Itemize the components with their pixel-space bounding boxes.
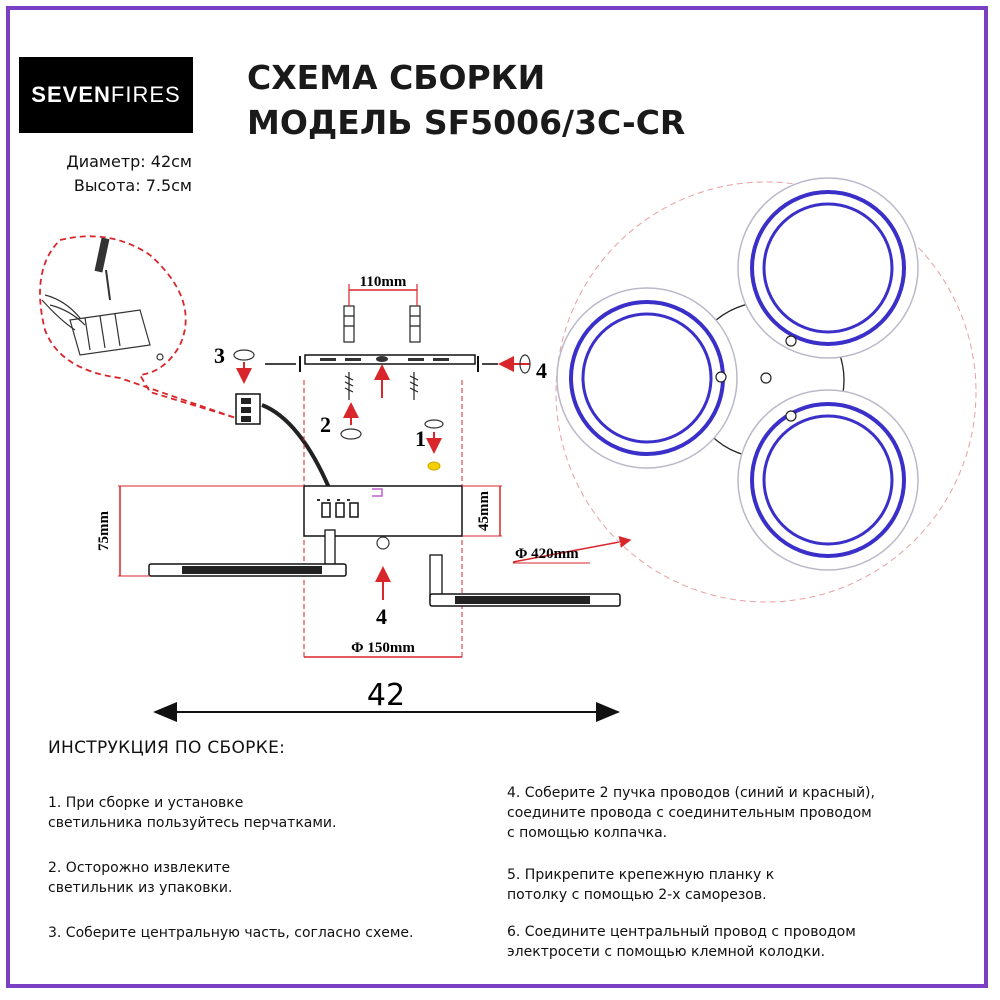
wall-plugs <box>343 305 421 343</box>
logo-bold-text: SEVEN <box>31 82 111 107</box>
left-ring-arm <box>148 529 347 577</box>
step-3-line-1: 3. Соберите центральную часть, согласно … <box>48 925 414 941</box>
instructions-heading: ИНСТРУКЦИЯ ПО СБОРКЕ: <box>48 738 286 758</box>
dimension-overall-width: 42 <box>153 678 620 722</box>
dimension-diameter-total: Φ 420mm <box>512 536 632 564</box>
wiring-detail-callout <box>39 235 237 419</box>
step-4-line-3: с помощью колпачка. <box>507 825 668 841</box>
ring-bottom <box>737 389 919 571</box>
dimension-mount-spacing: 110mm <box>348 274 418 306</box>
right-ring-arm <box>429 554 621 607</box>
dimension-base-diameter: Φ 150mm <box>304 640 462 658</box>
screws <box>344 372 419 400</box>
step-4-line-2: соедините провода с соединительным прово… <box>507 805 872 821</box>
overall-width-label: 42 <box>367 678 405 713</box>
spec-height: Высота: 7.5см <box>73 176 192 195</box>
mounting-plate <box>265 354 498 372</box>
instruction-step-2: 2. Осторожно извлеките светильник из упа… <box>48 858 488 898</box>
base-height-label: 45mm <box>476 491 492 531</box>
dimension-base-height: 45mm <box>462 485 502 537</box>
spec-diameter: Диаметр: 42см <box>66 152 192 171</box>
step-1-label: 1 <box>415 426 426 451</box>
canopy-base <box>303 485 463 550</box>
instruction-step-5: 5. Прикрепите крепежную планку к потолку… <box>507 865 947 905</box>
model-title: МОДЕЛЬ SF5006/3C-CR <box>247 103 686 142</box>
mount-spacing-label: 110mm <box>360 274 407 290</box>
step-marker-2: 2 <box>320 402 362 440</box>
step-marker-4-bottom: 4 <box>375 566 391 629</box>
step-6-line-2: электросети с помощью клемной колодки. <box>507 944 826 960</box>
page-title: СХЕМА СБОРКИ <box>247 58 546 97</box>
step-6-line-1: 6. Соедините центральный провод с провод… <box>507 924 856 940</box>
instruction-step-6: 6. Соедините центральный провод с провод… <box>507 922 947 962</box>
top-view <box>555 177 977 603</box>
page-border <box>6 6 988 988</box>
step-marker-3: 3 <box>214 343 255 384</box>
step-2-line-2: светильник из упаковки. <box>48 880 233 896</box>
step-2-label: 2 <box>320 412 331 437</box>
screwdriver-icon <box>94 237 111 301</box>
ring-top <box>737 177 919 359</box>
instruction-step-4: 4. Соберите 2 пучка проводов (синий и кр… <box>507 783 947 843</box>
step-marker-4-side: 4 <box>498 354 547 383</box>
instruction-step-1: 1. При сборке и установке светильника по… <box>48 793 488 833</box>
step-5-line-1: 5. Прикрепите крепежную планку к <box>507 867 775 883</box>
step-4-bottom-label: 4 <box>376 604 387 629</box>
diameter-total-label: Φ 420mm <box>515 546 579 562</box>
instruction-step-3: 3. Соберите центральную часть, согласно … <box>48 923 488 943</box>
step-4-line-1: 4. Соберите 2 пучка проводов (синий и кр… <box>507 785 875 801</box>
step-1-line-2: светильника пользуйтесь перчатками. <box>48 815 337 831</box>
terminal-connector <box>235 393 332 491</box>
total-height-label: 75mm <box>96 511 112 551</box>
step-5-line-2: потолку с помощью 2-х саморезов. <box>507 887 767 903</box>
step-4-side-label: 4 <box>536 358 547 383</box>
dimension-total-height: 75mm <box>96 485 304 577</box>
step-1-line-1: 1. При сборке и установке <box>48 795 244 811</box>
ring-left <box>556 287 738 469</box>
base-diameter-label: Φ 150mm <box>351 640 415 656</box>
step-2-line-1: 2. Осторожно извлеките <box>48 860 231 876</box>
terminal-block-detail <box>41 294 164 361</box>
logo-light-text: FIRES <box>110 82 181 107</box>
step-marker-1: 1 <box>415 419 444 471</box>
step-3-label: 3 <box>214 343 225 368</box>
